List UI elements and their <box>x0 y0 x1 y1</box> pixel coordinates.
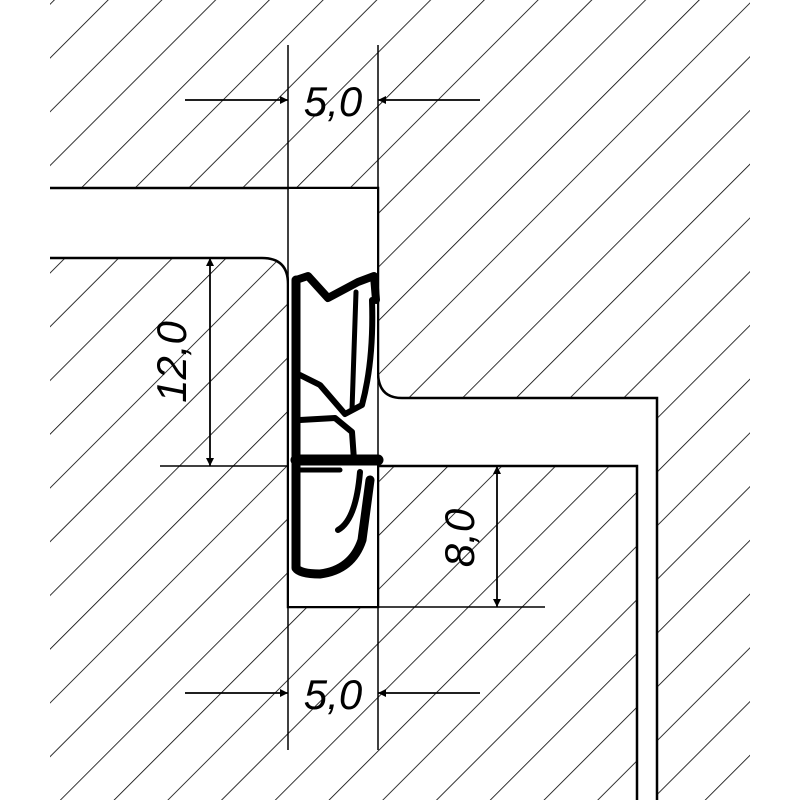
top-width-dimension: 5,0 <box>304 78 363 125</box>
right-height-dimension: 8,0 <box>436 508 483 567</box>
left-height-dimension: 12,0 <box>148 320 195 402</box>
upper-frame-section <box>50 0 750 800</box>
lower-frame-section <box>50 258 637 800</box>
dimension-lines <box>185 96 501 697</box>
seal-profile <box>290 272 384 579</box>
bottom-width-dimension: 5,0 <box>304 671 363 718</box>
extension-lines <box>160 45 545 750</box>
